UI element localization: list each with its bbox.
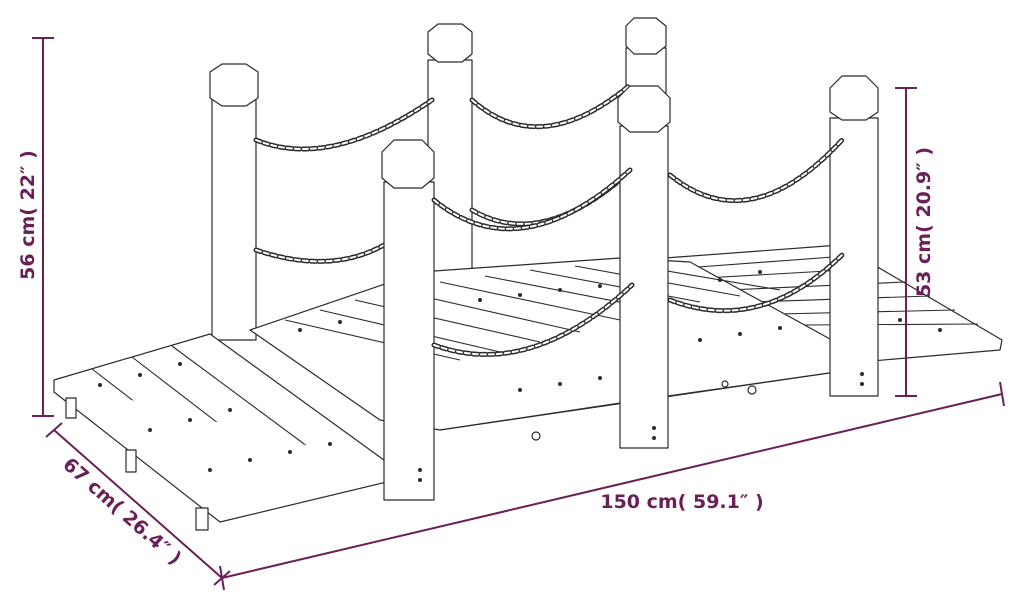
front-middle-post [617, 85, 671, 449]
height-right-label: 53 cm( 20.9″ ) [913, 147, 935, 297]
bolts [531, 380, 757, 441]
deck-left-ramp [53, 333, 396, 531]
back-middle-post [427, 23, 473, 296]
dimension-height-right: 53 cm( 20.9″ ) [895, 87, 935, 397]
front-upper-chain-right [667, 137, 845, 204]
dimension-length: 150 cm( 59.1″ ) [219, 381, 1005, 591]
dimension-height-left: 56 cm( 22″ ) [17, 37, 54, 417]
front-right-post [829, 75, 879, 397]
height-left-label: 56 cm( 22″ ) [17, 150, 39, 280]
garden-bridge-illustration [53, 17, 1003, 531]
back-lower-chain-left [253, 242, 387, 264]
front-left-post [381, 139, 435, 501]
back-lower-chain-right [469, 172, 629, 227]
back-left-post [209, 63, 259, 341]
deck-screw-holes [98, 270, 942, 472]
length-label: 150 cm( 59.1″ ) [600, 491, 763, 513]
back-upper-chain-right [469, 82, 633, 130]
